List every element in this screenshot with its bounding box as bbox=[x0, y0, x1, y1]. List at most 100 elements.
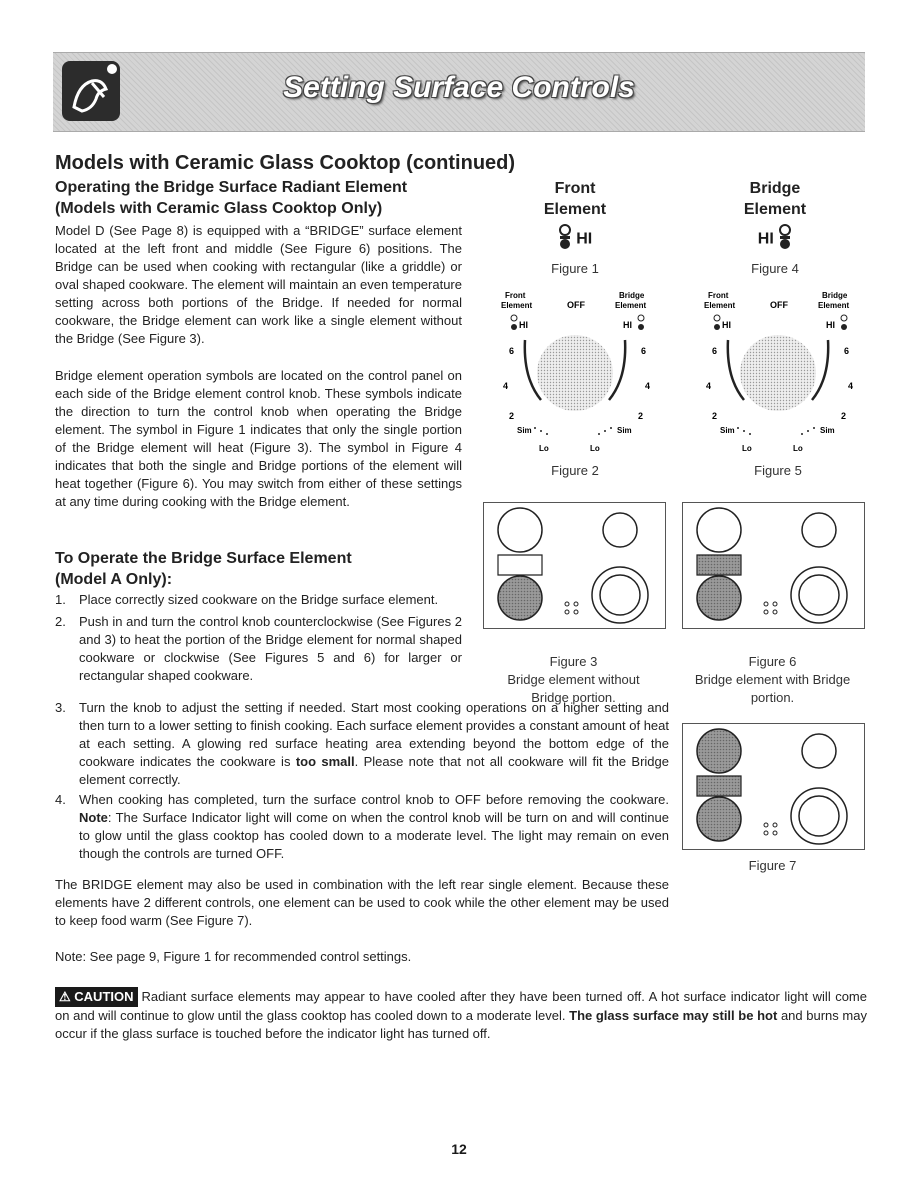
figure-6-cooktop bbox=[682, 502, 865, 629]
figure-1: Front Element HI Figure 1 bbox=[520, 178, 630, 276]
cooktop-hand-icon bbox=[62, 61, 120, 121]
step-3: 3. Turn the knob to adjust the setting if… bbox=[55, 699, 669, 789]
fig6-caption-line3: portion. bbox=[750, 690, 795, 705]
fig1-symbol: HI bbox=[520, 224, 630, 255]
knob-sim-left: Sim bbox=[720, 426, 735, 435]
control-knob-diagram: Front Element OFF Bridge Element HI HI 6… bbox=[501, 291, 650, 453]
knob-4-left: 4 bbox=[503, 381, 508, 391]
knob-2-left: 2 bbox=[509, 411, 514, 421]
fig1-label-line1: Front bbox=[554, 180, 596, 197]
fig6-caption-line1: Figure 6 bbox=[748, 654, 797, 669]
section-title: Models with Ceramic Glass Cooktop (conti… bbox=[55, 152, 516, 174]
bridge-element-icon bbox=[778, 224, 792, 255]
bridge-heading: Operating the Bridge Surface Radiant Ele… bbox=[55, 177, 475, 219]
page-number: 12 bbox=[451, 1141, 467, 1157]
knob-2-right: 2 bbox=[638, 411, 643, 421]
knob-lo-right: Lo bbox=[793, 444, 803, 453]
step-number: 4. bbox=[55, 792, 66, 807]
knob-label-element: Element bbox=[704, 301, 735, 310]
fig5-caption: Figure 5 bbox=[754, 463, 802, 478]
knob-off: OFF bbox=[567, 300, 585, 310]
step-4: 4. When cooking has completed, turn the s… bbox=[55, 791, 669, 863]
step-text-after: : The Surface Indicator light will come … bbox=[79, 810, 669, 861]
knob-6-left: 6 bbox=[509, 346, 514, 356]
knob-6-left: 6 bbox=[712, 346, 717, 356]
knob-sim-right: Sim bbox=[820, 426, 835, 435]
step-2: 2. Push in and turn the control knob coun… bbox=[55, 613, 462, 685]
knob-2-right: 2 bbox=[841, 411, 846, 421]
knob bbox=[537, 335, 613, 411]
step-1: 1. Place correctly sized cookware on the … bbox=[55, 591, 462, 609]
knob-label-front: Front bbox=[505, 291, 526, 300]
step-number: 2. bbox=[55, 614, 66, 629]
step-number: 1. bbox=[55, 592, 66, 607]
knob-lo-right: Lo bbox=[590, 444, 600, 453]
knob-label-front: Front bbox=[708, 291, 729, 300]
bridge-heading-line1: Operating the Bridge Surface Radiant Ele… bbox=[55, 179, 408, 196]
steps-list-bottom: 3. Turn the knob to adjust the setting if… bbox=[55, 699, 669, 863]
step-text: Place correctly sized cookware on the Br… bbox=[79, 592, 439, 607]
figure-4: Bridge Element HI Figure 4 bbox=[720, 178, 830, 276]
fig3-caption-line1: Figure 3 bbox=[549, 654, 598, 669]
figure-5: Front Element OFF Bridge Element HI HI 6… bbox=[698, 288, 858, 483]
fig7-caption: Figure 7 bbox=[748, 858, 797, 873]
knob-hi-left: HI bbox=[722, 320, 731, 330]
knob-lo-left: Lo bbox=[742, 444, 752, 453]
caution-badge-label: CAUTION bbox=[74, 989, 134, 1004]
fig3-caption-line2: Bridge element without bbox=[507, 672, 640, 687]
knob-2-left: 2 bbox=[712, 411, 717, 421]
knob-4-left: 4 bbox=[706, 381, 711, 391]
fig4-caption: Figure 4 bbox=[751, 261, 799, 276]
steps-list-top: 1. Place correctly sized cookware on the … bbox=[55, 591, 462, 685]
bridge-para2: Bridge element operation symbols are loc… bbox=[55, 368, 462, 509]
knob-sim-left: Sim bbox=[517, 426, 532, 435]
figure-3-cooktop bbox=[483, 502, 666, 629]
knob-off: OFF bbox=[770, 300, 788, 310]
knob-label-element2: Element bbox=[615, 301, 646, 310]
knob-6-right: 6 bbox=[844, 346, 849, 356]
fig1-label-line2: Element bbox=[543, 201, 607, 218]
fig1-hi: HI bbox=[576, 230, 593, 248]
fig2-caption: Figure 2 bbox=[551, 463, 599, 478]
caution-text2: and burns may occur if the glass surface… bbox=[55, 1008, 867, 1041]
combo-para: The BRIDGE element may also be used in c… bbox=[55, 877, 669, 928]
caution-bold: The glass surface may still be hot bbox=[569, 1008, 778, 1023]
knob-6-right: 6 bbox=[641, 346, 646, 356]
knob-hi-left: HI bbox=[519, 320, 528, 330]
knob-hi-right: HI bbox=[623, 320, 632, 330]
fig4-label-line1: Bridge bbox=[749, 180, 801, 197]
knob-label-element: Element bbox=[501, 301, 532, 310]
fig3-caption-line3: Bridge portion. bbox=[531, 690, 616, 705]
step-text: When cooking has completed, turn the sur… bbox=[79, 792, 669, 807]
caution-text1: Radiant surface elements may appear to h… bbox=[55, 989, 867, 1023]
single-element-icon bbox=[558, 224, 572, 255]
fig1-caption: Figure 1 bbox=[551, 261, 599, 276]
caution-badge: ⚠ CAUTION bbox=[55, 987, 138, 1007]
control-knob-diagram: Front Element OFF Bridge Element HI HI 6… bbox=[704, 291, 853, 453]
step-text-after: . Please note that not all cookware will… bbox=[79, 754, 669, 787]
operate-heading-line2: (Model A Only): bbox=[55, 571, 173, 588]
figure-2: Front Element OFF Bridge Element HI HI 6… bbox=[495, 288, 655, 483]
bridge-heading-line2: (Models with Ceramic Glass Cooktop Only) bbox=[55, 200, 383, 217]
bridge-para1: Model D (See Page 8) is equipped with a … bbox=[55, 223, 462, 346]
step-text: Turn the knob to adjust the setting if n… bbox=[79, 700, 669, 769]
fig4-label-line2: Element bbox=[743, 201, 807, 218]
fig4-hi: HI bbox=[757, 230, 774, 248]
header-banner: Setting Surface Controls bbox=[53, 52, 865, 132]
fig3-caption: Figure 3 Bridge element without Bridge p… bbox=[483, 653, 664, 707]
page-title: Setting Surface Controls bbox=[283, 71, 635, 104]
fig4-symbol: HI bbox=[720, 224, 830, 255]
fig6-caption-line2: Bridge element with Bridge bbox=[694, 672, 851, 687]
operate-heading: To Operate the Bridge Surface Element (M… bbox=[55, 548, 475, 590]
knob-4-right: 4 bbox=[645, 381, 650, 391]
knob-label-bridge: Bridge bbox=[619, 291, 645, 300]
knob-lo-left: Lo bbox=[539, 444, 549, 453]
figure-7-cooktop bbox=[682, 723, 865, 850]
knob-4-right: 4 bbox=[848, 381, 853, 391]
knob bbox=[740, 335, 816, 411]
step-number: 3. bbox=[55, 700, 66, 715]
knob-sim-right: Sim bbox=[617, 426, 632, 435]
knob-label-element2: Element bbox=[818, 301, 849, 310]
step-text: Push in and turn the control knob counte… bbox=[79, 614, 462, 683]
